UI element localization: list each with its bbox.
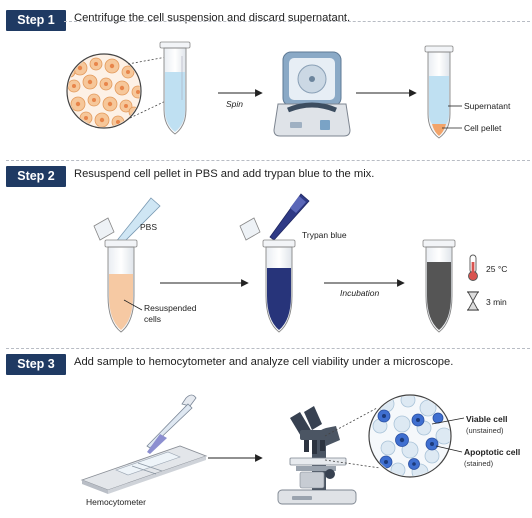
step-2-header: Step 2 Resuspend cell pellet in PBS and … — [0, 164, 532, 190]
step-3-header: Step 3 Add sample to hemocytometer and a… — [0, 352, 532, 378]
tube-trypan-mix — [239, 217, 296, 333]
time-label: 3 min — [486, 297, 507, 307]
pbs-label: PBS — [140, 222, 157, 232]
hourglass-icon — [467, 291, 479, 311]
tube-incubated — [422, 239, 456, 333]
cell-pellet-label: Cell pellet — [464, 123, 502, 133]
tube-cell-suspension — [159, 41, 191, 135]
step-2-badge: Step 2 — [6, 166, 66, 187]
step-3-description: Add sample to hemocytometer and analyze … — [74, 356, 454, 368]
step-3-badge: Step 3 — [6, 354, 66, 375]
viable-cell-sublabel: (unstained) — [466, 426, 504, 435]
spin-label: Spin — [226, 99, 243, 109]
apoptotic-cell-label: Apoptotic cell — [464, 447, 520, 457]
step-1-badge: Step 1 — [6, 10, 66, 31]
step-1-divider — [64, 21, 530, 22]
resuspended-label-line1: Resuspended — [144, 303, 197, 313]
thermometer-icon — [468, 254, 478, 281]
hemocytometer-icon — [80, 445, 208, 494]
microscope-view-circle — [368, 394, 452, 478]
apoptotic-cell-sublabel: (stained) — [464, 459, 494, 468]
temperature-label: 25 °C — [486, 264, 507, 274]
sample-pipette-icon — [146, 394, 197, 454]
resuspended-label-line2: cells — [144, 314, 161, 324]
step-2-description: Resuspend cell pellet in PBS and add try… — [74, 168, 375, 180]
tube-pellet — [424, 45, 454, 139]
magnified-cells-circle — [66, 53, 142, 129]
centrifuge-icon — [273, 51, 351, 137]
trypan-label: Trypan blue — [302, 230, 347, 240]
step-3-divider — [6, 348, 530, 349]
step-2-divider — [6, 160, 530, 161]
hemocytometer-label: Hemocytometer — [86, 497, 146, 507]
supernatant-label: Supernatant — [464, 101, 511, 111]
incubation-label: Incubation — [340, 288, 379, 298]
tube-resuspended — [93, 217, 138, 333]
microscope-icon — [277, 406, 357, 505]
viable-cell-label: Viable cell — [466, 414, 507, 424]
